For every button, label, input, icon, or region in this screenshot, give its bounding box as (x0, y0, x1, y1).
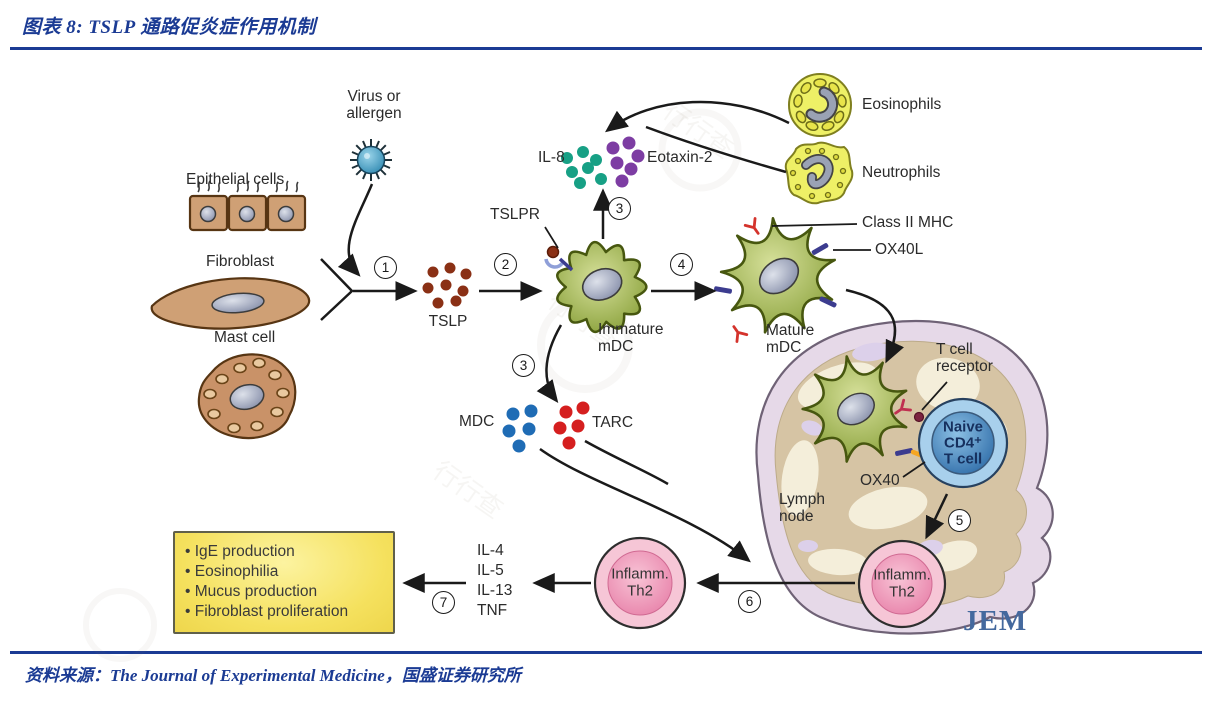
step-2-badge: 2 (494, 253, 517, 276)
figure-title: 图表 8: TSLP 通路促炎症作用机制 (22, 17, 316, 38)
outcome-fibroblast: Fibroblast proliferation (185, 602, 393, 622)
inflamm-th2-lymph-label: Inflamm.Th2 (873, 566, 931, 600)
tslpr-label: TSLPR (490, 206, 540, 223)
epithelial-cells-illustration (188, 180, 307, 232)
fibroblast-illustration (150, 277, 311, 330)
eotaxin2-label: Eotaxin-2 (647, 149, 713, 166)
step-1-badge: 1 (374, 256, 397, 279)
lymph-node-mdc-illustration (784, 335, 930, 480)
cytokine-list: IL-4 IL-5 IL-13 TNF (477, 541, 512, 622)
virus-icon (350, 139, 392, 181)
step-3-badge: 3 (608, 197, 631, 220)
ox40l-label: OX40L (875, 241, 924, 258)
step-7-badge: 7 (432, 591, 455, 614)
tarc-dots (553, 401, 590, 450)
jem-journal-logo: JEM (963, 605, 1028, 637)
step-4-badge: 4 (670, 253, 693, 276)
cytokine-il13: IL-13 (477, 582, 513, 600)
mdc-label: MDC (459, 413, 495, 430)
epithelial-cells-label: Epithelial cells (186, 171, 285, 188)
mdc-dots (502, 404, 538, 453)
ox40-label: OX40 (860, 472, 900, 489)
il8-dots (561, 146, 607, 189)
eosinophils-label: Eosinophils (862, 96, 942, 113)
outcomes-box: IgE production Eosinophilia Mucus produc… (173, 531, 395, 634)
eosinophil-illustration (788, 73, 852, 137)
figure-source: 资料来源：The Journal of Experimental Medicin… (25, 666, 521, 685)
tarc-label: TARC (592, 414, 634, 431)
cytokine-il4: IL-4 (477, 542, 504, 559)
ox40l-receptor-icon (714, 243, 837, 308)
cytokine-tnf: TNF (477, 602, 508, 620)
mature-mdc-illustration (714, 211, 843, 343)
naive-cd4-tcell-illustration (917, 397, 1009, 489)
outcome-ige: IgE production (185, 542, 393, 562)
tslp-label: TSLP (428, 313, 468, 330)
inflamm-th2-label: Inflamm.Th2 (611, 565, 669, 599)
eotaxin2-dots (606, 136, 645, 188)
step-6-badge: 6 (738, 590, 761, 613)
neutrophil-illustration (784, 141, 854, 205)
fibroblast-label: Fibroblast (206, 253, 275, 270)
label-pointer-lines (544, 223, 948, 478)
flow-arrows (320, 100, 949, 593)
mast-cell-illustration (197, 353, 297, 440)
cytokine-il5: IL-5 (477, 562, 504, 580)
class-ii-mhc-label: Class II MHC (862, 214, 954, 231)
tslp-dots (422, 262, 472, 309)
top-rule (10, 47, 1202, 50)
neutrophils-label: Neutrophils (862, 164, 941, 181)
il8-label: IL-8 (538, 149, 565, 166)
class-ii-mhc-receptor-icon (732, 217, 760, 343)
tslpr-receptor (544, 245, 574, 272)
step-5-badge: 5 (948, 509, 971, 532)
bottom-rule (10, 651, 1202, 654)
outcome-mucus: Mucus production (185, 582, 393, 602)
immature-mdc-illustration (548, 236, 653, 340)
inflamm-th2-lymph-illustration (857, 539, 947, 629)
outcome-eosinophilia: Eosinophilia (185, 562, 393, 582)
inflamm-th2-illustration (593, 536, 687, 630)
step-3b-badge: 3 (512, 354, 535, 377)
mast-cell-label: Mast cell (214, 329, 276, 346)
